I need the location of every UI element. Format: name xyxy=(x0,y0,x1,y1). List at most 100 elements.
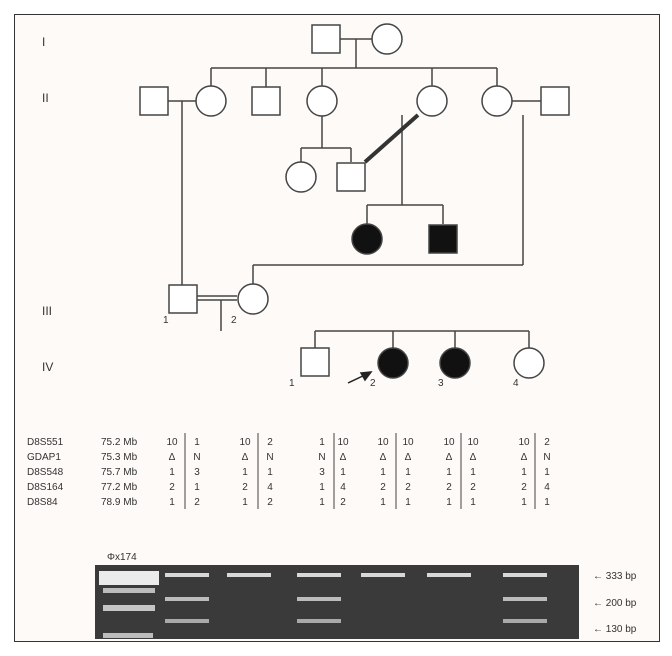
gel-band-200bp xyxy=(503,597,547,601)
gel-band-200bp xyxy=(165,597,209,601)
marker-name: D8S551 xyxy=(27,437,64,448)
number-iv-1: 1 xyxy=(289,378,295,389)
allele-cell: 2 xyxy=(169,482,175,493)
allele-cell: 1 xyxy=(194,437,200,448)
marker-position: 75.3 Mb xyxy=(101,452,138,463)
allele-cell: 2 xyxy=(267,497,273,508)
gel-ladder-label: Φx174 xyxy=(107,552,137,563)
allele-cell: 10 xyxy=(443,437,455,448)
number-iv-4: 4 xyxy=(513,378,519,389)
individual-iii-2 xyxy=(237,283,269,315)
pedigree-lines xyxy=(168,38,541,348)
gel-bands xyxy=(99,571,547,638)
number-iv-3: 3 xyxy=(438,378,444,389)
gel-band-333bp xyxy=(427,573,471,577)
affected-female-cousin xyxy=(351,223,383,255)
individual-ii-3-child-2 xyxy=(336,162,366,192)
allele-cell: 4 xyxy=(267,482,273,493)
gel-band-130bp xyxy=(165,619,209,623)
size-marker-200: ← 200 bp xyxy=(593,598,637,609)
individual-ii-3 xyxy=(306,85,338,117)
allele-cell: 10 xyxy=(377,437,389,448)
individual-numbers: 1 2 1 2 3 4 xyxy=(163,315,519,389)
individual-iv-3 xyxy=(439,347,471,379)
individual-i-2 xyxy=(371,23,403,55)
allele-cell: 1 xyxy=(319,497,325,508)
allele-cell: 2 xyxy=(446,482,452,493)
individual-iv-1 xyxy=(300,347,330,377)
allele-cell: 2 xyxy=(405,482,411,493)
allele-cell: 2 xyxy=(521,482,527,493)
generation-label-iii: III xyxy=(42,304,52,318)
gel-band-130bp xyxy=(297,619,341,623)
allele-cell: 1 xyxy=(267,467,273,478)
gel-band-333bp xyxy=(297,573,341,577)
number-iii-2: 2 xyxy=(231,315,237,326)
allele-cell: 1 xyxy=(380,467,386,478)
allele-cell: 1 xyxy=(544,467,550,478)
allele-cell: 2 xyxy=(544,437,550,448)
allele-cell: 1 xyxy=(405,497,411,508)
individual-i-1 xyxy=(311,24,341,54)
marker-name: GDAP1 xyxy=(27,452,61,463)
allele-cell: Δ xyxy=(405,452,412,463)
ladder-band xyxy=(103,633,153,638)
pedigree-figure: I II III IV xyxy=(27,23,637,639)
marker-name: D8S84 xyxy=(27,497,58,508)
allele-cell: Δ xyxy=(340,452,347,463)
allele-cell: 10 xyxy=(518,437,530,448)
allele-cell: 1 xyxy=(544,497,550,508)
allele-cell: 2 xyxy=(470,482,476,493)
allele-cell: 1 xyxy=(242,497,248,508)
allele-cell: 2 xyxy=(267,437,273,448)
consanguinity-line xyxy=(363,113,420,164)
generation-label-iv: IV xyxy=(42,360,53,374)
allele-cell: 1 xyxy=(521,497,527,508)
allele-cell: 1 xyxy=(470,467,476,478)
number-iii-1: 1 xyxy=(163,315,169,326)
marker-position: 75.7 Mb xyxy=(101,467,138,478)
size-marker-333: ← 333 bp xyxy=(593,571,637,582)
allele-cell: 4 xyxy=(544,482,550,493)
figure-frame: I II III IV xyxy=(14,14,660,642)
individual-ii-2 xyxy=(251,86,281,116)
individual-ii-5 xyxy=(481,85,513,117)
marker-name: D8S164 xyxy=(27,482,64,493)
allele-cell: N xyxy=(543,452,550,463)
allele-cell: 10 xyxy=(402,437,414,448)
allele-cell: Δ xyxy=(169,452,176,463)
allele-cell: 2 xyxy=(242,482,248,493)
allele-cell: Δ xyxy=(446,452,453,463)
allele-cell: 4 xyxy=(340,482,346,493)
individual-ii-spouse-2 xyxy=(540,86,570,116)
marker-position: 75.2 Mb xyxy=(101,437,138,448)
individual-iv-4 xyxy=(513,347,545,379)
allele-cell: 1 xyxy=(319,482,325,493)
allele-cell: 1 xyxy=(169,467,175,478)
individual-ii-1 xyxy=(195,85,227,117)
allele-cell: 2 xyxy=(194,497,200,508)
allele-cell: 1 xyxy=(194,482,200,493)
allele-cell: N xyxy=(193,452,200,463)
marker-position: 78.9 Mb xyxy=(101,497,138,508)
gel-band-333bp xyxy=(361,573,405,577)
ladder-band xyxy=(99,571,159,585)
gel-band-333bp xyxy=(165,573,209,577)
allele-cell: 10 xyxy=(239,437,251,448)
allele-cell: N xyxy=(318,452,325,463)
allele-cell: 1 xyxy=(521,467,527,478)
individual-ii-3-child-1 xyxy=(285,161,317,193)
allele-cell: 3 xyxy=(194,467,200,478)
proband-arrow xyxy=(347,371,373,384)
allele-cell: 1 xyxy=(446,497,452,508)
generation-label-i: I xyxy=(42,35,45,49)
allele-cell: Δ xyxy=(380,452,387,463)
individual-ii-spouse-1 xyxy=(139,86,169,116)
allele-cell: 1 xyxy=(319,437,325,448)
allele-cell: 2 xyxy=(380,482,386,493)
allele-cell: 10 xyxy=(337,437,349,448)
marker-position: 77.2 Mb xyxy=(101,482,138,493)
gel-band-333bp xyxy=(227,573,271,577)
generation-label-ii: II xyxy=(42,91,49,105)
